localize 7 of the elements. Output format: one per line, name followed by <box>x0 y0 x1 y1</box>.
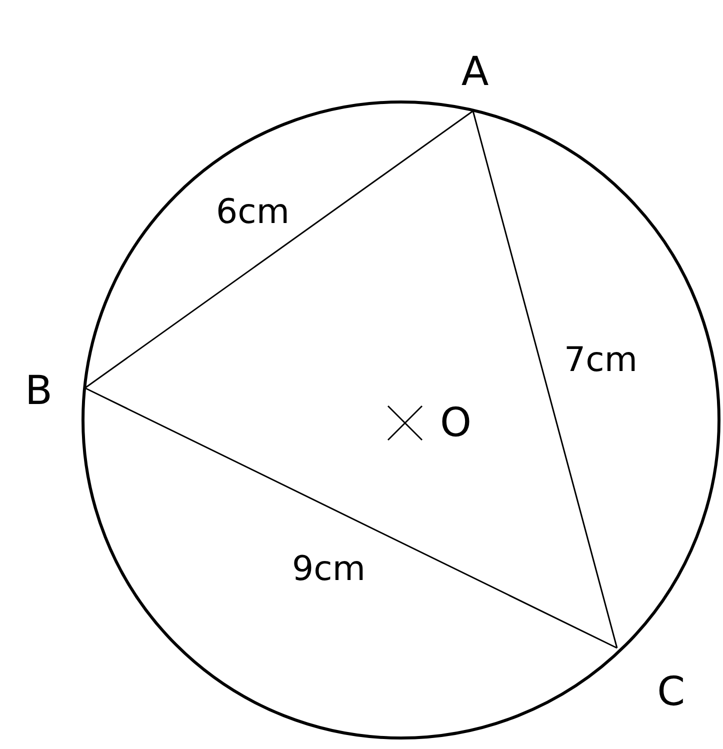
vertex-label: A <box>461 52 489 92</box>
triangle-side <box>472 110 618 648</box>
vertex-label: C <box>657 672 685 712</box>
center-label: O <box>440 403 472 443</box>
vertex-label: B <box>25 371 52 411</box>
triangle-side <box>84 110 474 389</box>
triangle-side <box>84 387 618 649</box>
